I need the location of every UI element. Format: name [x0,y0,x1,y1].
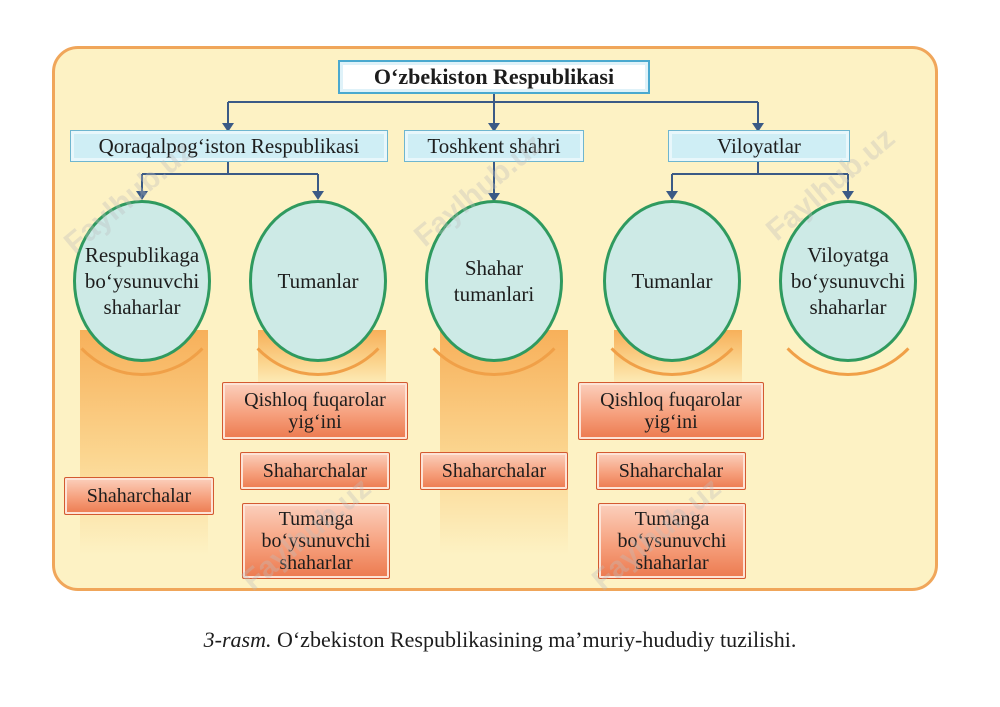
oval-tumanlar-right: Tumanlar [603,200,741,362]
qoraqalpogiston-box: Qoraqalpog‘iston Respublikasi [70,130,388,162]
root-box: O‘zbekiston Respublikasi [338,60,650,94]
oval-arc-2 [230,190,406,376]
viloyatlar-box: Viloyatlar [668,130,850,162]
oval-arc-3 [406,190,582,376]
oval-tumanlar-left-label: Tumanlar [277,269,359,293]
toshkent-label: Toshkent shahri [427,133,561,158]
oval-tumanlar-left: Tumanlar [249,200,387,362]
box-col2-shaharchalar: Shaharchalar [240,452,390,490]
box-col4-qishloq: Qishloq fuqarolar yig‘ini [578,382,764,440]
box-col4-shaharchalar: Shaharchalar [596,452,746,490]
qoraqalpogiston-label: Qoraqalpog‘iston Respublikasi [98,133,360,158]
box-col2-tumanga: Tumanga bo‘ysunuvchi shaharlar [242,503,390,579]
oval-viloyatga: Viloyatga bo‘ysunuvchi shaharlar [779,200,917,362]
box-col3-shaharchalar-label: Shaharchalar [441,460,547,482]
oval-arc-1 [54,190,230,376]
box-col4-tumanga: Tumanga bo‘ysunuvchi shaharlar [598,503,746,579]
oval-arc-5 [760,190,936,376]
box-col2-tumanga-label: Tumanga bo‘ysunuvchi shaharlar [261,508,371,574]
box-col3-shaharchalar: Shaharchalar [420,452,568,490]
caption-text: O‘zbekiston Respublikasining ma’muriy-hu… [271,627,797,652]
viloyatlar-label: Viloyatlar [717,133,801,158]
box-col4-qishloq-label: Qishloq fuqarolar yig‘ini [600,389,742,433]
oval-shahar-tumanlari: Shahar tumanlari [425,200,563,362]
box-col4-shaharchalar-label: Shaharchalar [618,460,724,482]
root-label: O‘zbekiston Respublikasi [373,64,615,89]
caption-label: 3-rasm. [203,627,272,652]
oval-respublikaga: Respublikaga bo‘ysunuvchi shaharlar [73,200,211,362]
oval-tumanlar-right-label: Tumanlar [631,269,713,293]
oval-arc-4 [584,190,760,376]
box-col2-qishloq-label: Qishloq fuqarolar yig‘ini [244,389,386,433]
box-col4-tumanga-label: Tumanga bo‘ysunuvchi shaharlar [617,508,727,574]
oval-shahar-tumanlari-label: Shahar tumanlari [453,256,535,306]
box-col2-qishloq: Qishloq fuqarolar yig‘ini [222,382,408,440]
box-col1-shaharchalar-label: Shaharchalar [86,485,192,507]
box-col1-shaharchalar: Shaharchalar [64,477,214,515]
oval-respublikaga-label: Respublikaga bo‘ysunuvchi shaharlar [84,243,200,319]
box-col2-shaharchalar-label: Shaharchalar [262,460,368,482]
figure-caption: 3-rasm. O‘zbekiston Respublikasining ma’… [0,627,1000,653]
oval-viloyatga-label: Viloyatga bo‘ysunuvchi shaharlar [790,243,906,319]
toshkent-box: Toshkent shahri [404,130,584,162]
